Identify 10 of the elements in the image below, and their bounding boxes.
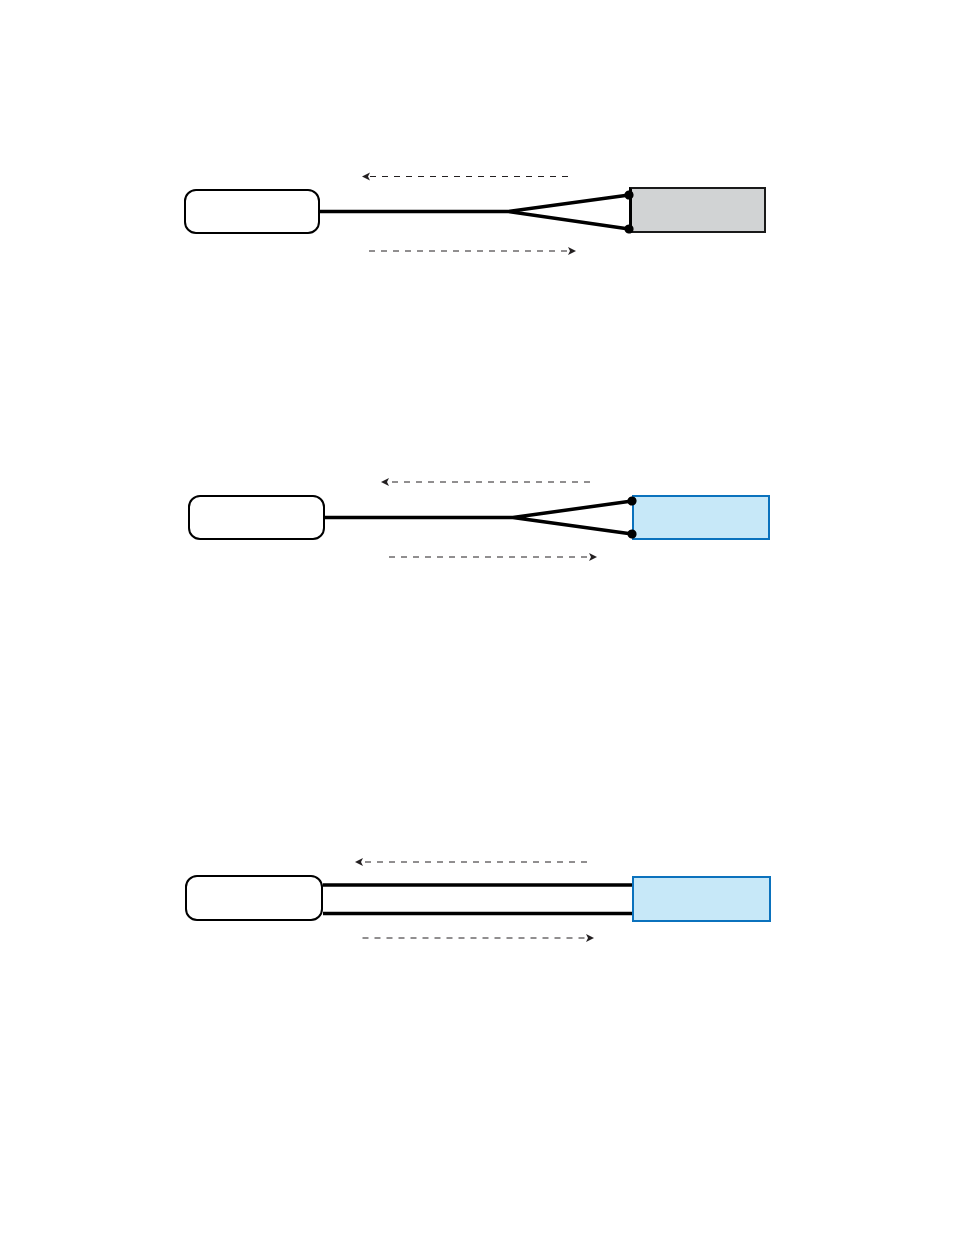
wire [323,911,632,916]
rounded-box [184,189,320,234]
rectangle-block [632,876,771,922]
rectangle-block [629,187,766,233]
forked-wire [323,496,637,539]
rectangle-block [632,495,770,540]
forked-wire [318,190,634,234]
wire [323,883,632,887]
rounded-box [185,875,323,921]
rounded-box [188,495,325,540]
